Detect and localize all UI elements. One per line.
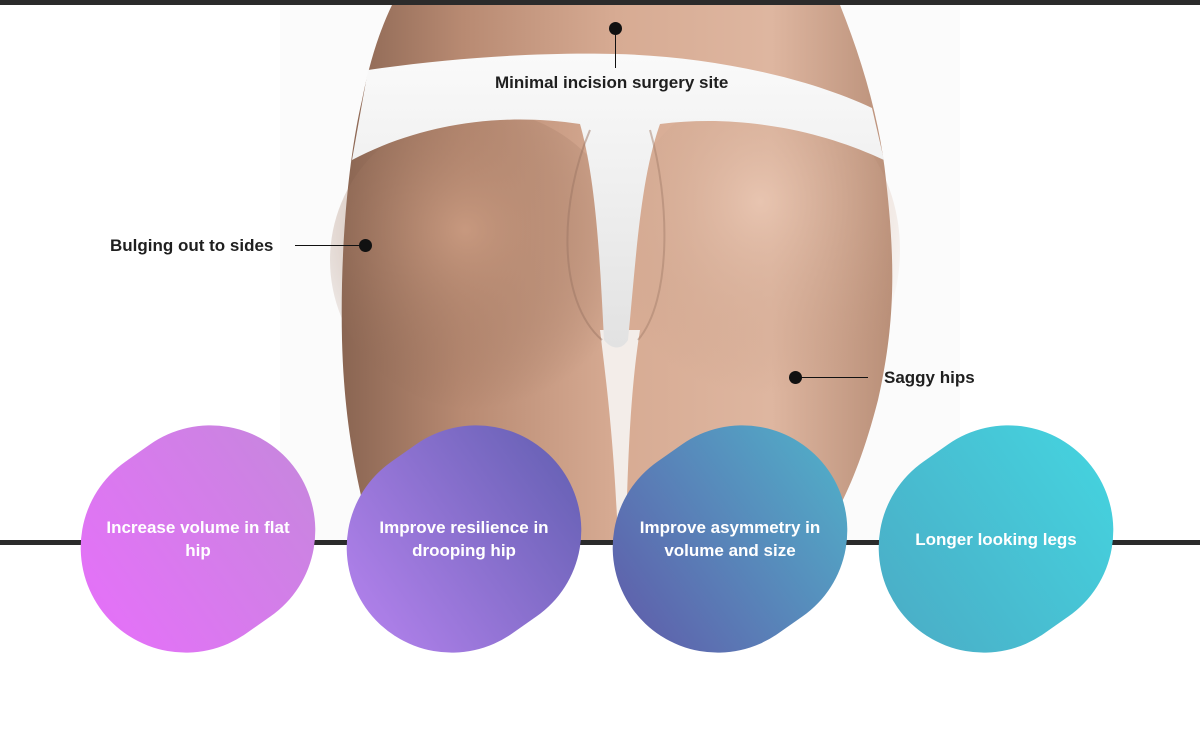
left-cheek-shade (330, 110, 630, 410)
saggy-leader-line (800, 377, 868, 378)
thigh-gap (600, 330, 640, 540)
cheek-crease-left (566, 129, 603, 341)
incision-marker (609, 22, 622, 35)
horizontal-divider (0, 540, 1200, 545)
benefit-label-4: Longer looking legs (915, 529, 1077, 549)
benefit-label-2: Improve resilience in drooping hip (379, 518, 549, 560)
underwear (352, 53, 884, 348)
sides-marker (359, 239, 372, 252)
benefit-label-1: Increase volume in flat hip (106, 518, 290, 560)
saggy-marker (789, 371, 802, 384)
sides-leader-line (295, 245, 363, 246)
saggy-label: Saggy hips (884, 368, 975, 387)
top-divider (0, 0, 1200, 5)
cheek-crease-right (637, 129, 666, 341)
incision-leader-line (615, 30, 616, 68)
right-cheek-shade (620, 90, 900, 410)
benefit-label-3: Improve asymmetry in volume and size (639, 518, 821, 560)
sides-label: Bulging out to sides (110, 236, 274, 255)
incision-label: Minimal incision surgery site (495, 73, 729, 92)
